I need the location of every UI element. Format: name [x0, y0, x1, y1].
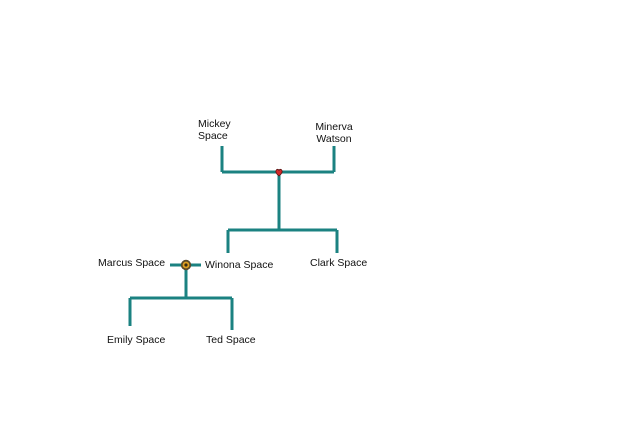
person-label-emily: Emily Space: [107, 334, 166, 346]
connector-lines: [128, 146, 339, 330]
person-label-clark: Clark Space: [310, 257, 368, 269]
person-label-minerva: Minerva Watson: [315, 121, 353, 145]
rings-icon: [180, 259, 192, 271]
person-label-marcus: Marcus Space: [98, 257, 166, 269]
person-label-ted: Ted Space: [206, 334, 256, 346]
person-label-mickey: Mickey Space: [198, 118, 231, 142]
heart-icon: [275, 168, 283, 177]
person-label-winona: Winona Space: [205, 259, 274, 271]
